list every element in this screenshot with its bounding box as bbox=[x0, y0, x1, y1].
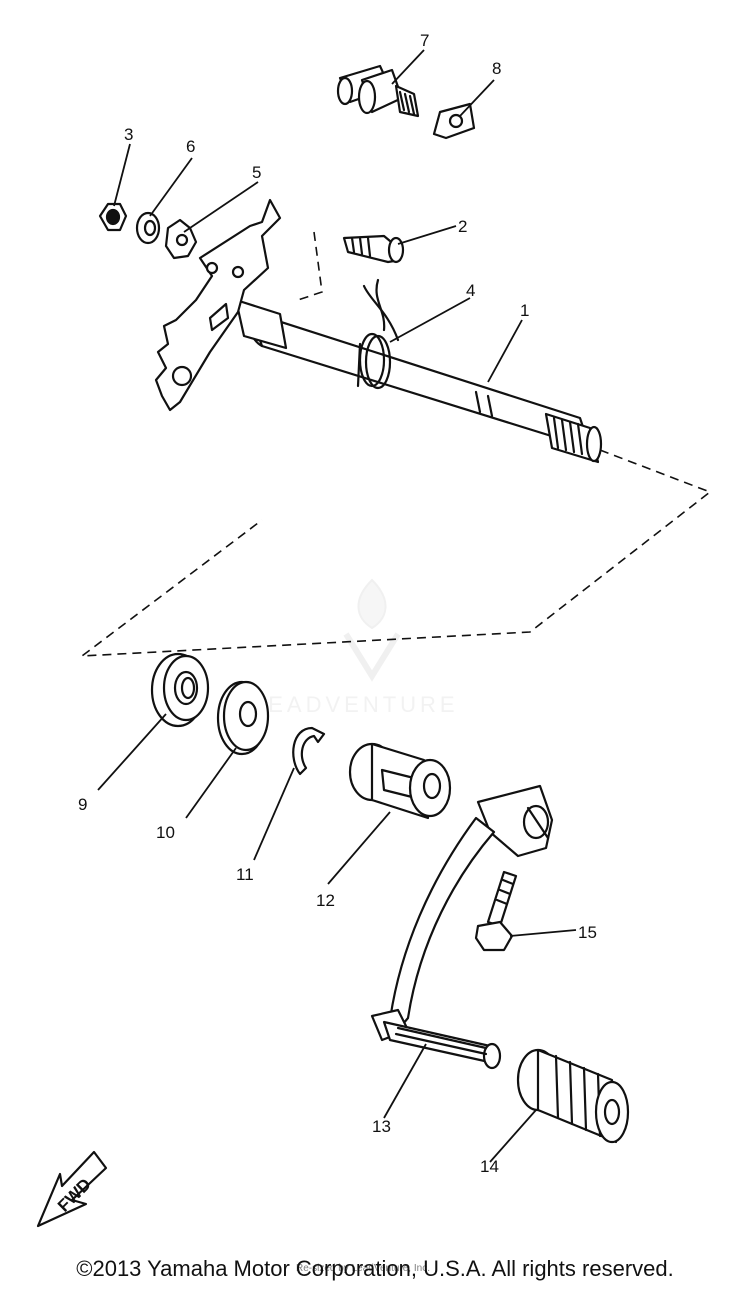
callout-15: 15 bbox=[578, 923, 597, 942]
callout-6: 6 bbox=[186, 137, 195, 156]
leadventure-watermark-logo: LEADVENTURE bbox=[252, 578, 459, 717]
part-15-pinch-bolt bbox=[474, 870, 518, 952]
callout-leader-lines bbox=[97, 49, 577, 1163]
watermark-text: LEADVENTURE bbox=[252, 692, 459, 717]
part-3-nut bbox=[98, 202, 128, 232]
part-10-flat-washer bbox=[216, 680, 270, 756]
callout-2: 2 bbox=[458, 217, 467, 236]
part-7-stud-bolt bbox=[336, 64, 420, 118]
callout-10: 10 bbox=[156, 823, 175, 842]
callout-7: 7 bbox=[420, 31, 429, 50]
callout-8: 8 bbox=[492, 59, 501, 78]
callout-1: 1 bbox=[520, 301, 529, 320]
part-8-lock-washer bbox=[432, 102, 476, 140]
part-14-footpeg-rubber bbox=[516, 1048, 630, 1144]
callout-9: 9 bbox=[78, 795, 87, 814]
watermark-small-text: Re-sized by LeadVenture, Inc. bbox=[296, 1263, 430, 1274]
part-9-oil-seal bbox=[150, 652, 210, 728]
assembly-dashed-line-shaft bbox=[79, 449, 712, 657]
callout-4: 4 bbox=[466, 281, 475, 300]
assembly-dashed-line-top bbox=[297, 231, 323, 301]
part-1-shift-shaft bbox=[154, 198, 603, 464]
part-4-return-spring bbox=[356, 278, 400, 390]
part-2-pin bbox=[342, 234, 405, 264]
callout-12: 12 bbox=[316, 891, 335, 910]
part-13-shift-pedal bbox=[370, 784, 554, 1070]
part-6-washer bbox=[135, 211, 161, 245]
part-11-circlip bbox=[292, 726, 326, 776]
callout-11: 11 bbox=[236, 865, 254, 884]
fwd-direction-arrow: FWD bbox=[36, 1150, 108, 1228]
callout-3: 3 bbox=[124, 125, 133, 144]
part-12-collar bbox=[348, 742, 452, 820]
part-5-star-washer bbox=[164, 218, 198, 260]
copyright-text: ©2013 Yamaha Motor Corporation, U.S.A. A… bbox=[76, 1256, 674, 1281]
callout-14: 14 bbox=[480, 1157, 499, 1176]
callout-13: 13 bbox=[372, 1117, 391, 1136]
callout-5: 5 bbox=[252, 163, 261, 182]
callout-numbers: 7 8 3 6 5 2 4 1 9 10 11 12 13 14 15 bbox=[78, 31, 597, 1176]
